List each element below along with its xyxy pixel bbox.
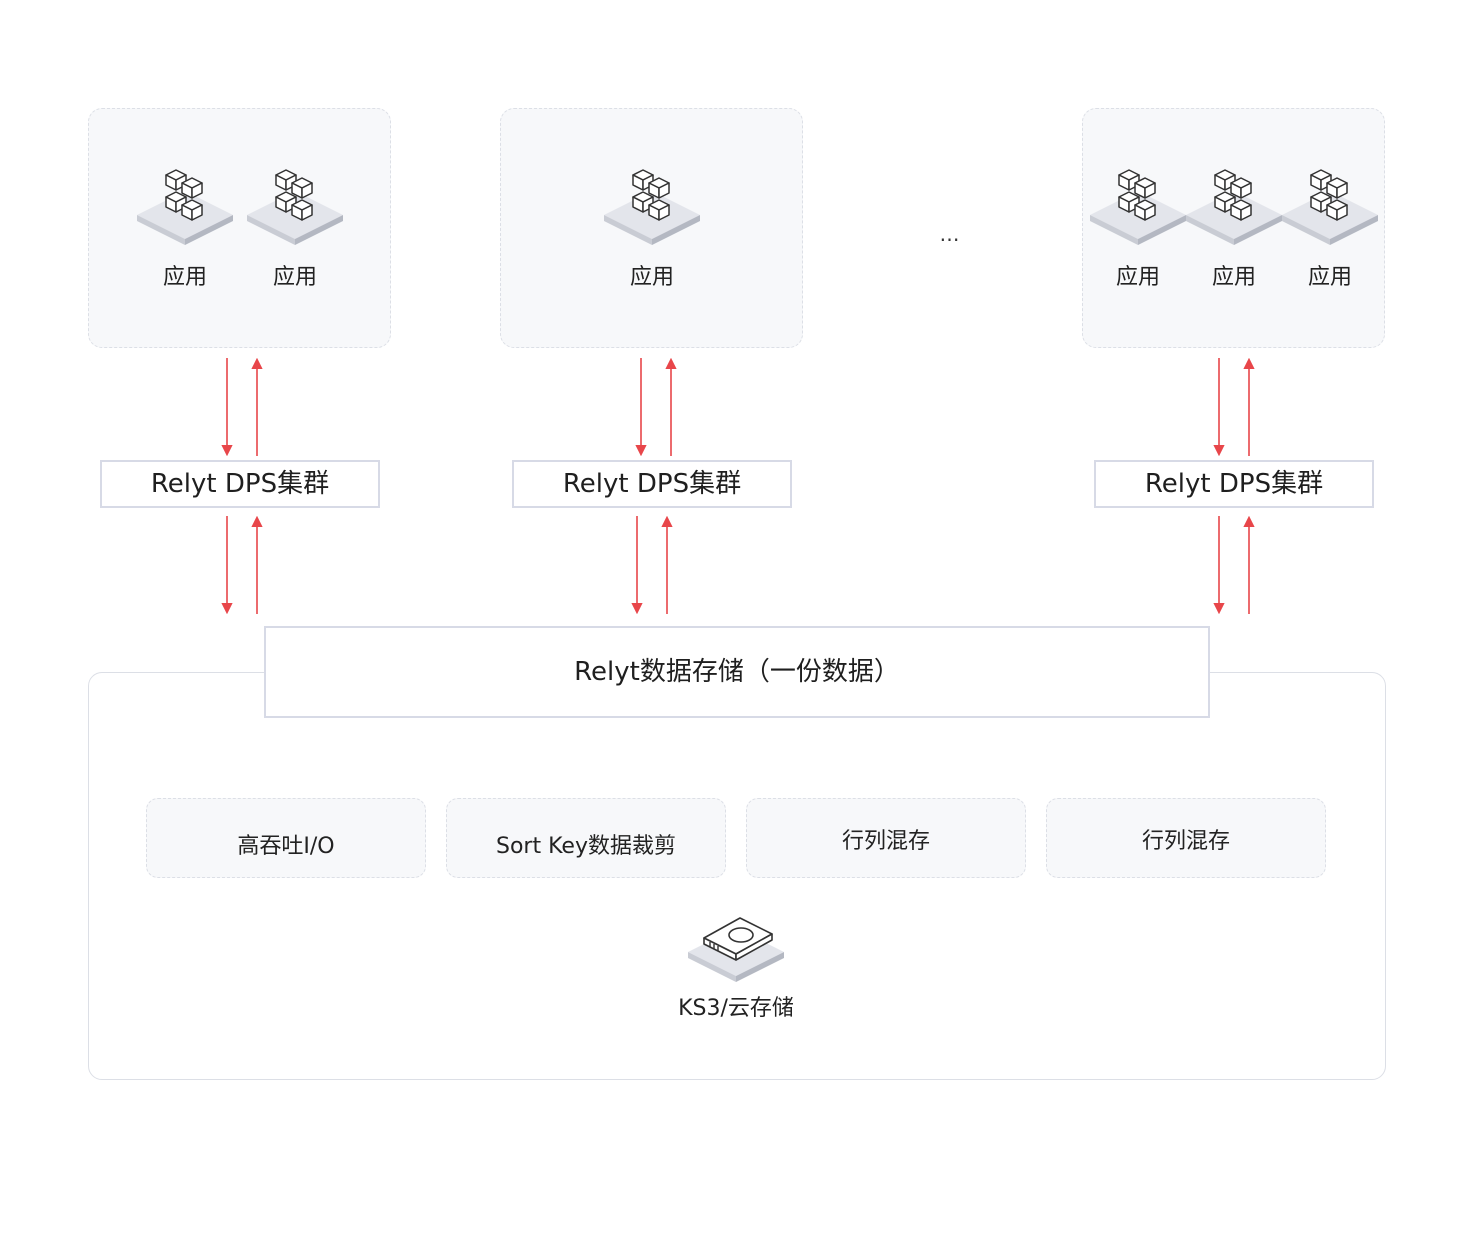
app-label: 应用 <box>1307 265 1352 290</box>
dps-cluster-2: Relyt DPS集群 <box>512 460 792 508</box>
feature-hybrid-storage: 行列混存 <box>746 798 1026 878</box>
app-node: 应用 <box>1089 167 1187 290</box>
feature-label: Sort Key数据裁剪 <box>496 834 676 859</box>
app-group-1: 应用 应用 <box>88 108 391 348</box>
storage-layer-title: Relyt数据存储（一份数据） <box>264 626 1210 718</box>
feature-label: 行列混存 <box>1141 829 1230 854</box>
app-cubes-icon <box>137 169 233 245</box>
app-cubes-icon <box>247 169 343 245</box>
disk-storage-label: KS3/云存储 <box>678 996 794 1021</box>
app-cubes-icon <box>1282 169 1378 245</box>
app-group-3: 应用 应用 应用 <box>1082 108 1385 348</box>
app-cubes-icon <box>1090 169 1186 245</box>
app-label: 应用 <box>1211 265 1256 290</box>
app-node: 应用 <box>1185 167 1283 290</box>
feature-label: 行列混存 <box>841 829 930 854</box>
feature-hybrid-storage: 行列混存 <box>1046 798 1326 878</box>
app-node: 应用 <box>603 167 701 290</box>
feature-high-throughput: 高吞吐I/O <box>146 798 426 878</box>
app-cubes-icon <box>1186 169 1282 245</box>
disk-storage-icon <box>688 917 784 982</box>
app-label: 应用 <box>272 265 317 290</box>
dps-cluster-1: Relyt DPS集群 <box>100 460 380 508</box>
dps-cluster-3: Relyt DPS集群 <box>1094 460 1374 508</box>
feature-label: 高吞吐I/O <box>237 834 335 859</box>
app-group-2: 应用 <box>500 108 803 348</box>
app-cubes-icon <box>604 169 700 245</box>
app-node: 应用 <box>246 167 344 290</box>
app-node: 应用 <box>1281 167 1379 290</box>
app-label: 应用 <box>162 265 207 290</box>
app-node: 应用 <box>136 167 234 290</box>
more-groups-ellipsis: … <box>939 222 961 246</box>
app-label: 应用 <box>1115 265 1160 290</box>
app-label: 应用 <box>629 265 674 290</box>
feature-sort-key-pruning: Sort Key数据裁剪 <box>446 798 726 878</box>
